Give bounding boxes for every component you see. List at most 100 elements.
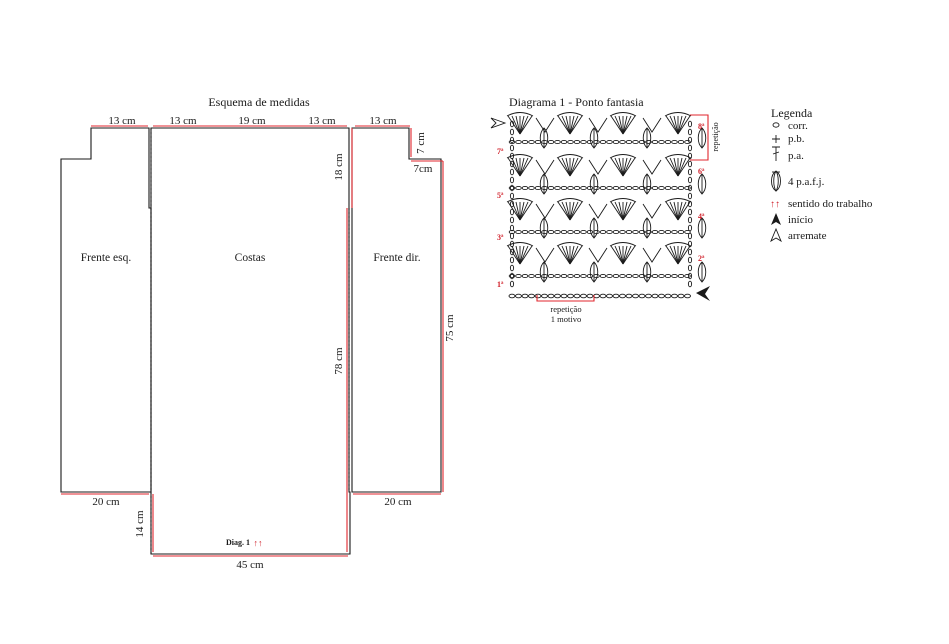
fan-top [556,198,584,203]
label-20cm-left: 20 cm [92,496,120,508]
row-label-2: 2ª [698,254,705,263]
chain-stitch [560,293,568,299]
chain-stitch [547,185,555,191]
chain-stitch [567,139,574,145]
chain-icon [772,122,780,128]
fan-stitch [669,245,679,265]
fan-stitch [677,201,683,221]
turning-chain [687,248,693,256]
vertical-repeat-bracket [690,114,709,161]
legend-item-label: início [788,214,814,226]
chain-stitch [671,293,678,299]
turning-chain [509,248,515,256]
fan-top [664,154,692,159]
row-label-3: 3ª [497,233,504,242]
fan-top [609,198,637,203]
chain-stitch [612,139,620,145]
turning-chain [509,224,515,232]
v-link [535,247,555,263]
v-link [588,159,608,175]
fan-stitch [614,157,624,177]
chain-stitch [534,293,542,299]
chain-stitch [573,139,581,145]
measurement-schematic: Esquema de medidas 13 cm 13 cm 19 cm [60,95,456,571]
fan-stitch [569,115,583,135]
legend-item-label: p.a. [788,150,804,162]
piece-label-left-front: Frente esq. [81,252,132,264]
crochet-diagram: Diagrama 1 - Ponto fantasia 7ª 5ª 3ª 1ª … [490,95,720,324]
turning-chain [687,224,693,232]
chain-stitch [671,139,678,145]
turning-chain [687,168,693,176]
chain-stitch [625,139,633,145]
label-20cm-right: 20 cm [384,496,412,508]
v-link [588,203,608,219]
turning-chain [687,176,693,184]
finish-icon [770,227,782,243]
label-18cm: 18 cm [333,153,345,181]
fan-stitch [519,245,529,265]
v-link [642,203,662,219]
chain-stitch [554,139,561,145]
fan-stitch [561,245,571,265]
turning-chain [509,232,515,240]
chain-stitch [554,185,561,191]
fan-top [609,242,637,247]
turning-chain [509,120,515,128]
fan-stitch [669,157,679,177]
chain-stitch [580,293,587,299]
fan-stitch [673,157,679,177]
fan-top [556,242,584,247]
chain-stitch [612,229,620,235]
turning-chain [687,120,693,128]
fan-top [506,112,534,117]
chain-stitch [547,139,555,145]
chain-stitch [619,185,626,191]
fan-stitch [569,201,583,221]
fan-top [506,198,534,203]
legend-item-label: corr. [788,120,808,132]
chain-stitch [541,139,548,145]
chain-stitch [677,139,685,145]
legend-item-label: arremate [788,230,827,242]
fan-top [556,154,584,159]
chain-stitch [664,273,672,279]
chain-stitch [599,185,607,191]
chain-stitch [515,229,522,235]
fan-stitch [622,245,636,265]
fan-stitch [618,201,624,221]
row-label-4: 4ª [698,212,705,221]
chain-stitch [521,293,529,299]
row-label-5: 5ª [497,191,504,200]
chain-stitch [638,139,646,145]
v-link [642,159,662,175]
fan-top [664,242,692,247]
chain-stitch [515,185,522,191]
turning-chain [509,168,515,176]
chain-stitch [658,185,665,191]
fan-top [664,112,692,117]
turning-chain [509,128,515,136]
left-front-outline [60,127,152,493]
turning-chain [509,192,515,200]
fan-stitch [565,157,571,177]
turning-chain [687,160,693,168]
fan-stitch [507,245,521,265]
turning-chain [509,216,515,224]
fan-stitch [519,201,525,221]
label-19cm: 19 cm [238,115,266,127]
chain-stitch [638,273,646,279]
piece-label-back: Costas [235,252,266,264]
chain-stitch [645,293,652,299]
label-7cm: 7cm [414,163,433,175]
fan-stitch [557,201,571,221]
chain-stitch [638,185,646,191]
chain-stitch [573,273,581,279]
chain-stitch [547,273,555,279]
fan-stitch [519,157,533,177]
turning-chain [509,264,515,272]
fan-stitch [569,245,575,265]
fan-stitch [618,115,624,135]
chain-stitch [632,293,639,299]
fan-stitch [569,157,579,177]
